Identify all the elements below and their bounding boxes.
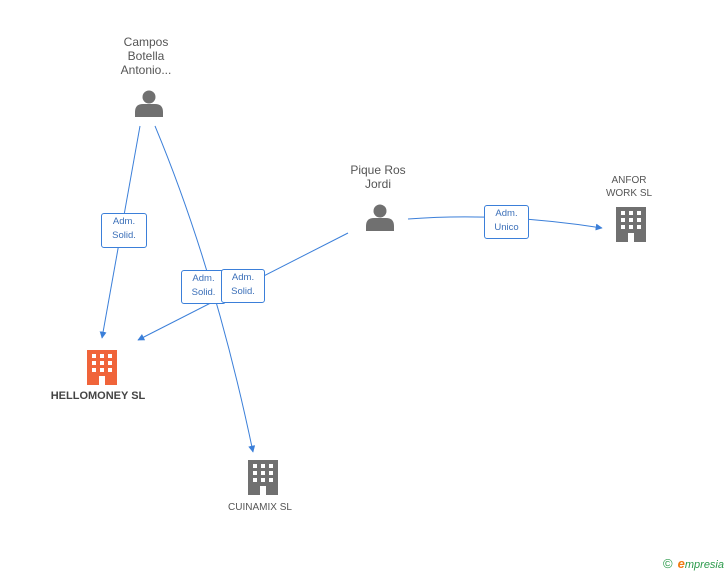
edge-label-campos-cuinamix[interactable]: Adm. Solid. [181, 270, 226, 304]
node-label-hellomoney[interactable]: HELLOMONEY SL [38, 389, 158, 403]
brand-logo-e: e [677, 556, 685, 571]
edge-label-line: Adm. [112, 216, 136, 227]
edge-label-line: Adm. [231, 272, 255, 283]
edge-label-line: Adm. [495, 208, 518, 219]
node-label-line: CUINAMIX SL [228, 502, 292, 513]
brand-name: mpresia [684, 559, 724, 571]
building-icon[interactable] [248, 460, 278, 495]
edge-label-line: Unico [494, 222, 519, 233]
node-label-line: HELLOMONEY SL [50, 390, 146, 402]
node-label-line: Antonio... [120, 63, 172, 77]
node-label-line: ANFOR [611, 175, 647, 186]
edge-label-line: Adm. [192, 273, 215, 284]
edge-label-line: Solid. [191, 287, 216, 298]
node-label-cuinamix[interactable]: CUINAMIX SL [200, 501, 320, 514]
node-label-anfor[interactable]: ANFOR WORK SL [569, 174, 689, 200]
building-icon[interactable] [616, 207, 646, 242]
person-icon[interactable] [366, 204, 394, 232]
person-icon[interactable] [135, 90, 163, 118]
edge-label-pique-hellomoney[interactable]: Adm. Solid. [221, 269, 265, 303]
node-label-line: Botella [127, 49, 165, 63]
edge-label-pique-anfor[interactable]: Adm. Unico [484, 205, 529, 239]
node-label-campos[interactable]: Campos Botella Antonio... [86, 35, 206, 77]
node-label-pique[interactable]: Pique Ros Jordi [318, 163, 438, 191]
node-label-line: WORK SL [605, 188, 653, 199]
node-label-line: Jordi [364, 177, 391, 191]
edge-label-campos-hellomoney[interactable]: Adm. Solid. [101, 213, 147, 248]
building-icon-highlighted[interactable] [87, 350, 117, 385]
copyright-symbol: © [662, 556, 673, 571]
edge-label-line: Solid. [231, 286, 255, 297]
node-label-line: Campos [123, 35, 169, 49]
node-label-line: Pique Ros [350, 163, 406, 177]
brand-watermark: © empresia [663, 556, 724, 571]
edge-label-line: Solid. [112, 230, 136, 241]
